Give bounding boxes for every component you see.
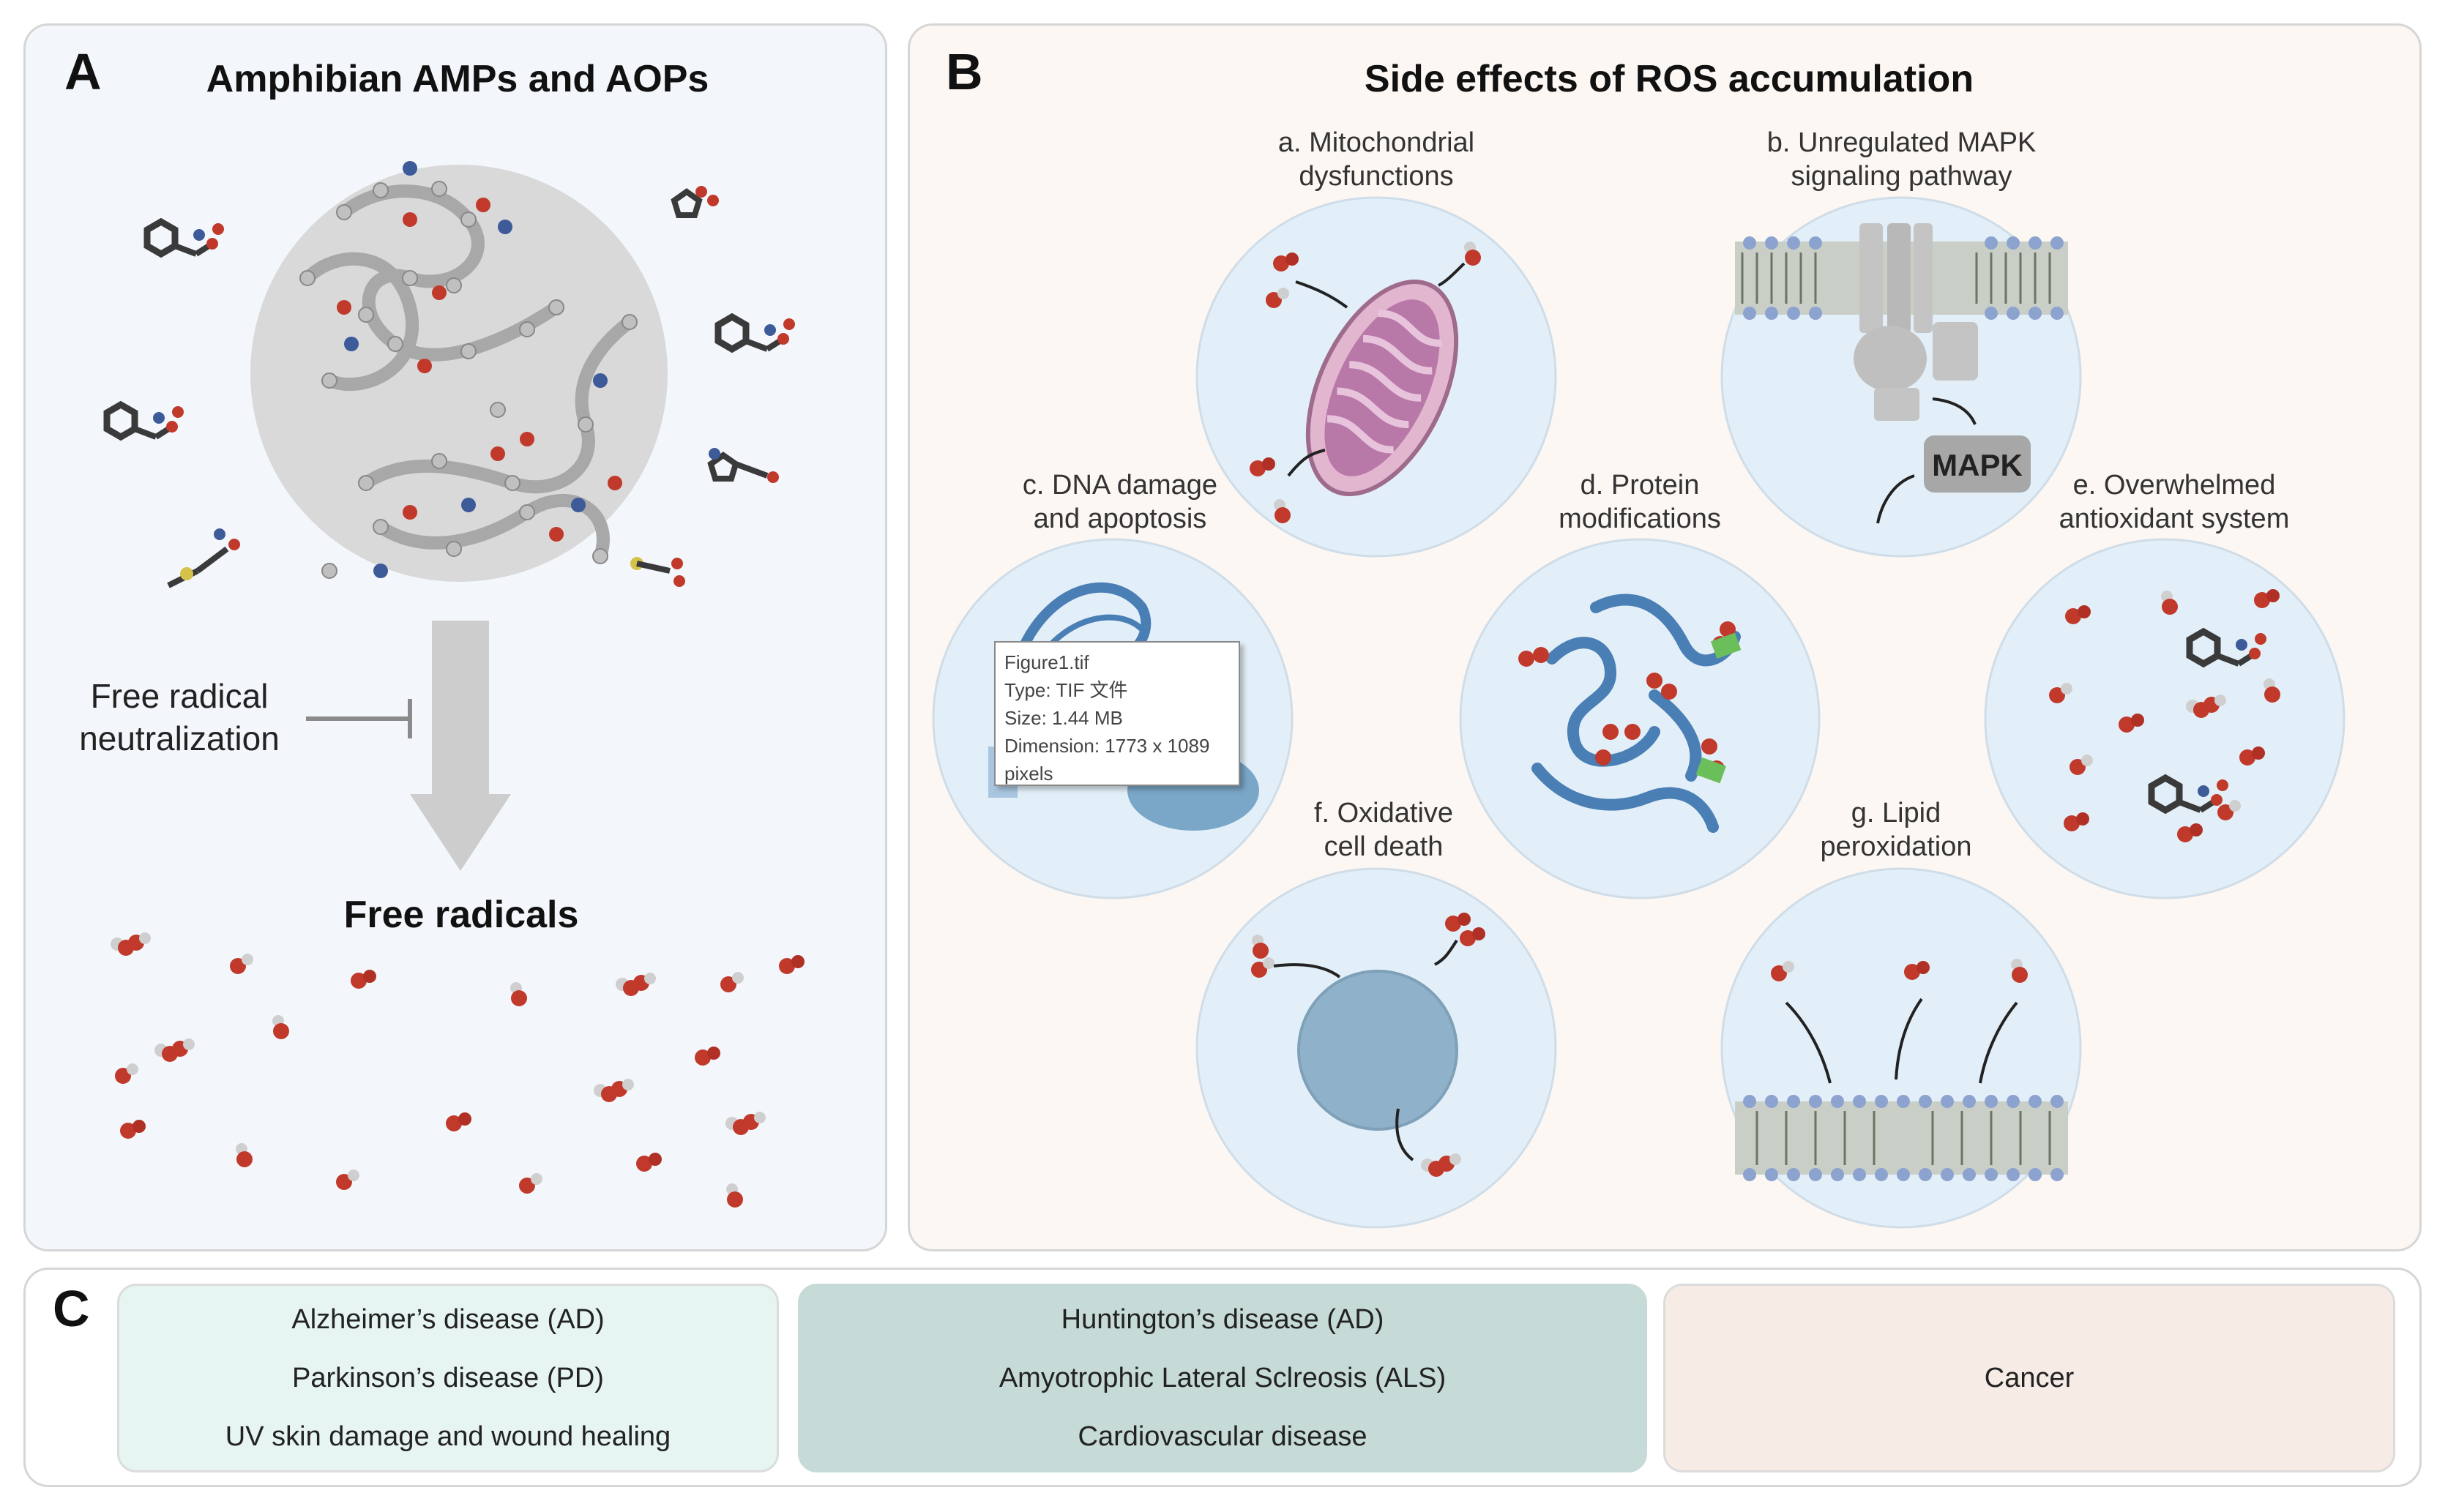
membrane-receptor-icon [1735, 223, 2068, 524]
antioxidant-small-molecules [107, 186, 795, 588]
panel-b-title: Side effects of ROS accumulation [1364, 58, 1974, 100]
free-radical-molecules [111, 932, 805, 1208]
disease-group-3: Cancer [1663, 1284, 2395, 1472]
neutralization-label: Free radical neutralization [79, 677, 280, 757]
free-radicals-label: Free radicals [343, 894, 579, 936]
cell-blob-icon [1251, 913, 1485, 1177]
file-tooltip: Figure1.tif Type: TIF 文件 Size: 1.44 MB D… [994, 641, 1240, 786]
disease-group-2: Huntington’s disease (AD) Amyotrophic La… [798, 1284, 1647, 1472]
panel-b-letter: B [946, 43, 983, 100]
inhibition-arrow-icon [306, 699, 412, 738]
lipid-bilayer-icon [1735, 959, 2068, 1181]
mapk-box [1924, 435, 2031, 493]
panel-a-title: Amphibian AMPs and AOPs [206, 58, 709, 100]
peptide-atoms [299, 161, 638, 579]
mitochondrion-icon [1250, 242, 1481, 523]
panel-a-letter: A [64, 43, 102, 100]
disease-group-1: Alzheimer’s disease (AD) Parkinson’s dis… [117, 1284, 779, 1472]
down-arrow-icon [410, 621, 511, 871]
panel-c-letter: C [53, 1280, 90, 1337]
mapk-label: MAPK [1932, 448, 2023, 482]
